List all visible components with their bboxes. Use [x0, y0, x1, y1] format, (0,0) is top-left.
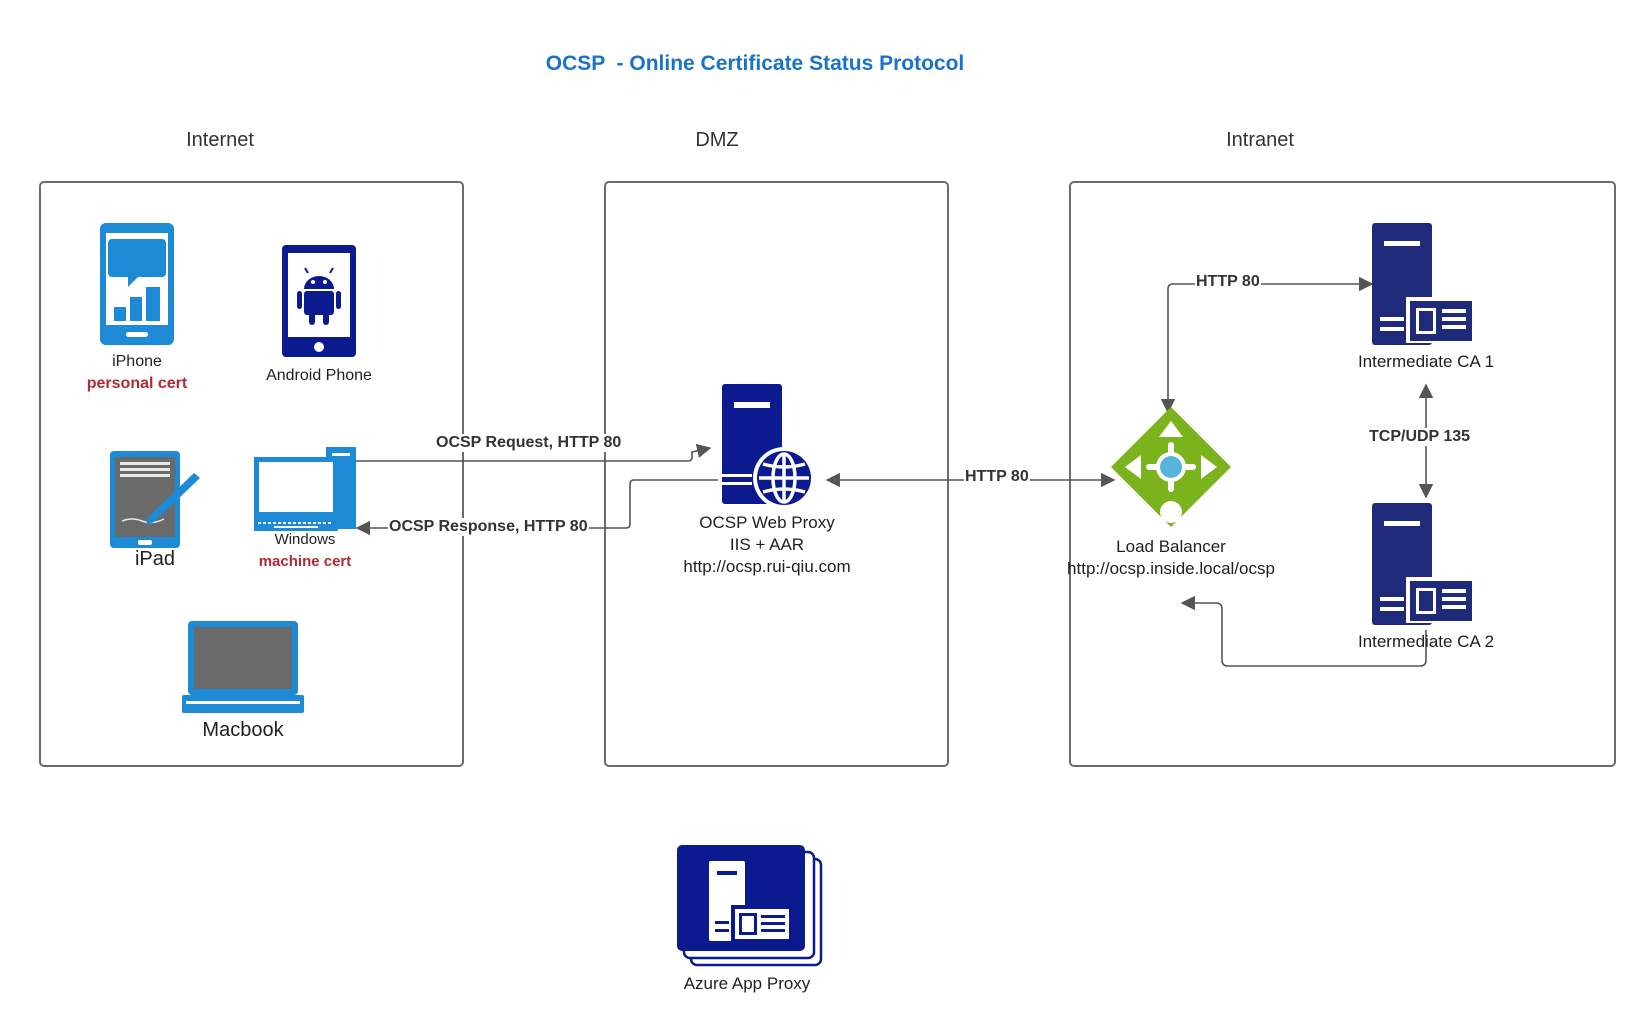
iphone-label: iPhone — [112, 353, 162, 370]
web-proxy-server-icon — [722, 384, 815, 508]
macbook-label: Macbook — [202, 719, 284, 741]
edge-label-request: OCSP Request, HTTP 80 — [435, 434, 623, 452]
load-balancer-title: Load Balancer — [1116, 537, 1226, 556]
iphone-icon — [100, 223, 174, 345]
android-phone-label: Android Phone — [266, 367, 372, 384]
web-proxy-url: http://ocsp.rui-qiu.com — [683, 557, 851, 576]
web-proxy-title: OCSP Web Proxy — [699, 513, 835, 532]
azure-app-proxy-label: Azure App Proxy — [683, 974, 811, 993]
azure-app-proxy-icon — [677, 845, 823, 967]
windows-label: Windows — [274, 531, 336, 548]
response-connector — [355, 479, 718, 536]
edge-label-proxy-lb: HTTP 80 — [964, 468, 1030, 486]
load-balancer-icon — [1111, 407, 1231, 527]
ca2-lb-connector — [1180, 595, 1427, 667]
web-proxy-stack: IIS + AAR — [729, 535, 805, 554]
load-balancer-url: http://ocsp.inside.local/ocsp — [1067, 559, 1275, 578]
ipad-icon — [110, 451, 200, 548]
intermediate-ca2-server-icon — [1372, 503, 1476, 625]
edge-label-lb-ca1: HTTP 80 — [1195, 273, 1261, 291]
android-phone-icon — [282, 245, 356, 357]
intermediate-ca2-label: Intermediate CA 2 — [1357, 632, 1495, 651]
iphone-cert-note: personal cert — [86, 375, 188, 392]
windows-pc-icon — [254, 447, 356, 531]
zone-label-intranet: Intranet — [1226, 129, 1294, 151]
diagram-title: OCSP - Online Certificate Status Protoco… — [545, 52, 965, 75]
intermediate-ca1-server-icon — [1372, 223, 1476, 345]
zone-label-internet: Internet — [186, 129, 254, 151]
lb-ca1-connector — [1160, 276, 1374, 414]
intermediate-ca1-label: Intermediate CA 1 — [1357, 352, 1495, 371]
edge-label-response: OCSP Response, HTTP 80 — [388, 518, 589, 536]
ipad-label: iPad — [134, 548, 176, 570]
macbook-icon — [182, 621, 304, 713]
request-connector — [355, 443, 712, 462]
zone-internet — [39, 181, 464, 767]
zone-label-dmz: DMZ — [695, 129, 739, 151]
edge-label-ca-sync: TCP/UDP 135 — [1368, 428, 1472, 446]
windows-cert-note: machine cert — [258, 553, 352, 570]
